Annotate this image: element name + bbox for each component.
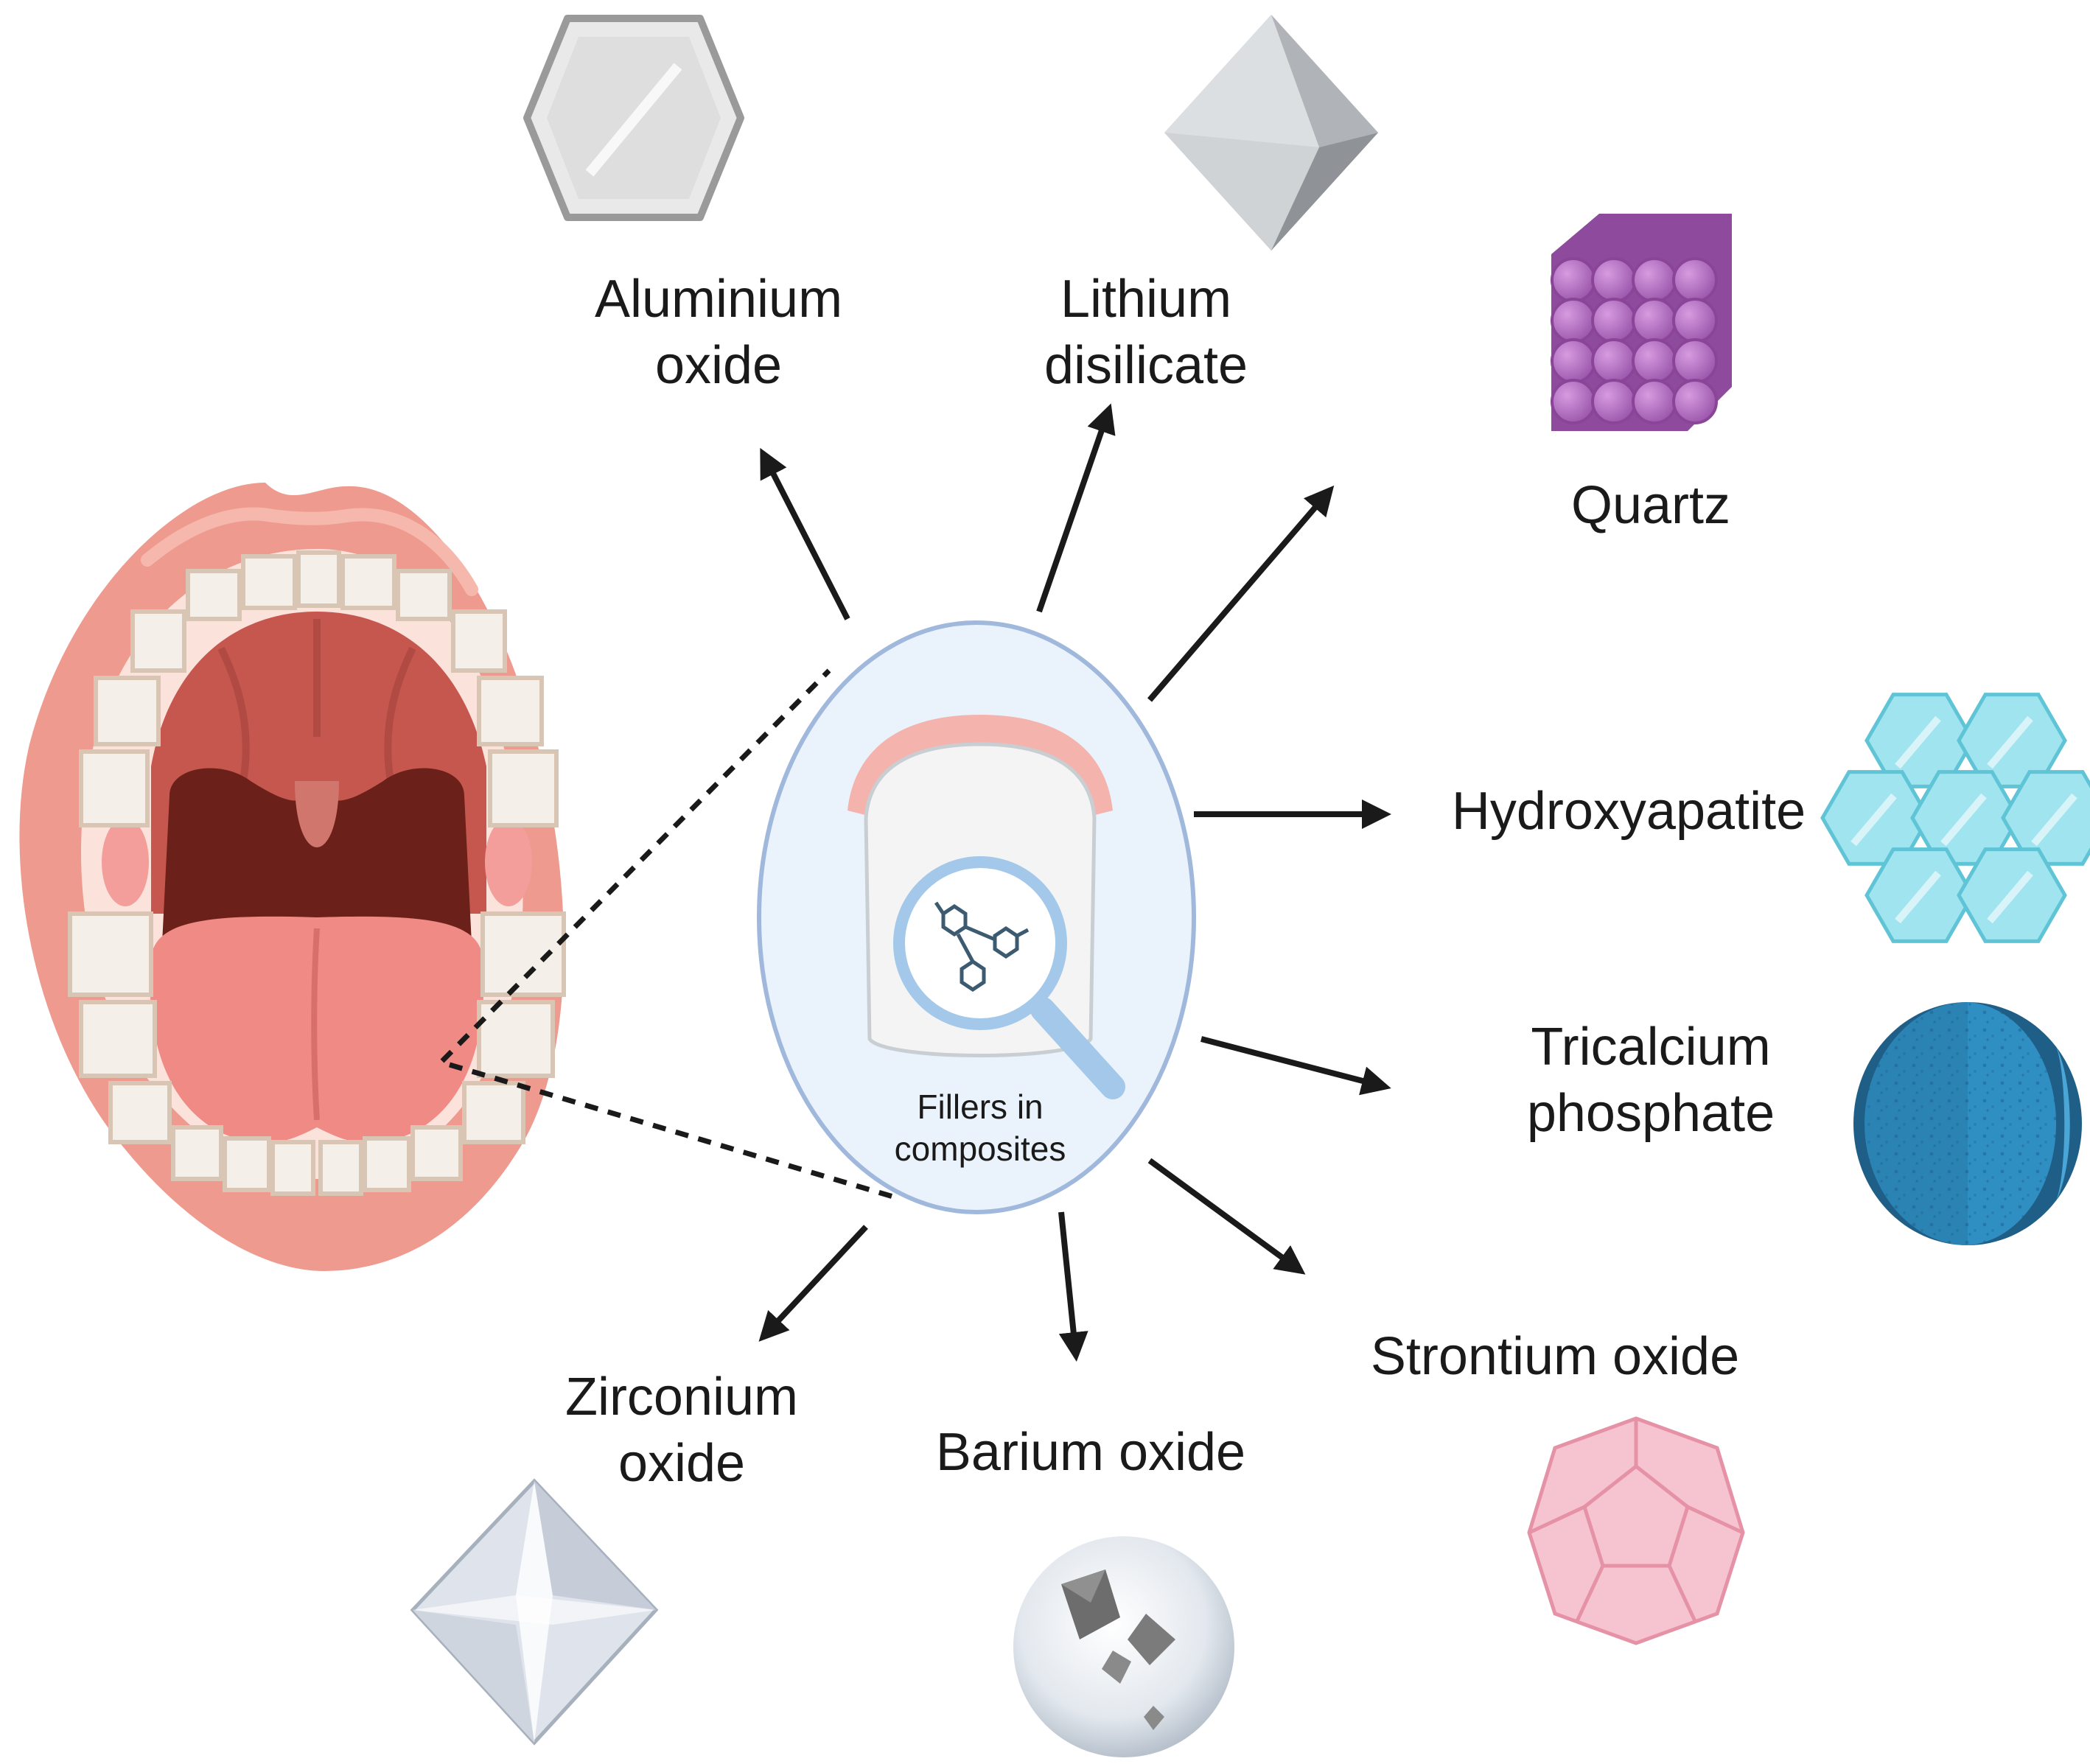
tricalcium-sphere-icon [1853, 1002, 2082, 1245]
magnifier-lens [893, 856, 1067, 1030]
barium-sphere-icon [1013, 1536, 1234, 1757]
honeycomb-shine [2031, 793, 2077, 847]
arrow-quartz [1147, 485, 1335, 702]
upper-lip-highlight [141, 507, 478, 596]
arrow-barium [1058, 1211, 1088, 1362]
magnifier-handle [1030, 997, 1125, 1099]
center-caption-line2: composites [895, 1130, 1066, 1168]
lithium-label-line2: disilicate [1044, 336, 1248, 395]
tricalcium-phosphate-group: Tricalcium phosphate [1527, 1002, 2082, 1245]
zoom-line-bottom [449, 1062, 896, 1200]
tricalcium-label-line2: phosphate [1527, 1084, 1775, 1143]
lithium-label-line1: Lithium [1060, 270, 1231, 329]
zirconium-label-line2: oxide [618, 1434, 745, 1493]
honeycomb-shine [1850, 793, 1897, 847]
throat [162, 768, 472, 943]
strontium-oxide-group: Strontium oxide [1371, 1327, 1745, 1645]
aluminium-label-line2: oxide [655, 336, 782, 395]
quartz-ball [1551, 298, 1596, 343]
quartz-ball [1551, 257, 1596, 303]
upper-teeth [79, 550, 559, 827]
quartz-ball [1672, 257, 1718, 303]
arrows [758, 403, 1391, 1362]
quartz-group: Quartz [1551, 214, 1732, 535]
quartz-ball [1591, 257, 1637, 303]
hydroxyapatite-honeycomb-icon [1820, 693, 2090, 943]
quartz-ball [1591, 298, 1637, 343]
zirconium-oxide-group: Zirconium oxide [410, 1368, 798, 1746]
gum [847, 715, 1113, 818]
quartz-label: Quartz [1571, 476, 1730, 535]
zoom-line-top [440, 668, 831, 1063]
right-tonsil [485, 818, 532, 906]
quartz-ball [1591, 379, 1637, 424]
aluminium-oxide-group: Aluminium oxide [523, 15, 842, 395]
hydroxyapatite-label: Hydroxyapatite [1452, 782, 1806, 841]
open-mouth-illustration [19, 483, 566, 1271]
lithium-octahedron-icon [1164, 15, 1378, 251]
palate-ridges [217, 619, 416, 782]
aluminium-label-line1: Aluminium [595, 270, 842, 329]
arrow-tricalcium [1200, 1036, 1391, 1096]
uvula [295, 781, 339, 847]
honeycomb-shine [1895, 715, 1941, 769]
honeycomb-shine [1895, 870, 1941, 924]
honeycomb-shine [1987, 715, 2033, 769]
arrow-lithium [1036, 403, 1116, 613]
zirconium-label-line1: Zirconium [565, 1368, 798, 1427]
quartz-ball [1672, 379, 1718, 424]
strontium-dodecahedron-icon [1527, 1416, 1745, 1645]
lower-teeth [68, 911, 566, 1196]
quartz-ball [1672, 298, 1718, 343]
honeycomb-shine [1987, 870, 2033, 924]
quartz-ball [1632, 379, 1677, 424]
honeycomb-shine [1940, 793, 1987, 847]
tricalcium-label-line1: Tricalcium [1531, 1018, 1770, 1077]
lithium-disilicate-group: Lithium disilicate [1044, 15, 1378, 395]
center-composite-panel: Fillers in composites [757, 620, 1196, 1214]
center-caption-line1: Fillers in [917, 1088, 1043, 1126]
zoom-lines [440, 668, 896, 1200]
arrow-aluminium [760, 447, 850, 620]
hydroxyapatite-group: Hydroxyapatite [1452, 693, 2090, 943]
barium-label: Barium oxide [936, 1423, 1245, 1482]
quartz-ball [1551, 379, 1596, 424]
quartz-ball [1632, 298, 1677, 343]
barium-oxide-group: Barium oxide [936, 1423, 1245, 1757]
arrow-zirconium [758, 1225, 868, 1342]
quartz-ball [1632, 257, 1677, 303]
strontium-label: Strontium oxide [1371, 1327, 1739, 1386]
honeycomb-cell [2001, 770, 2090, 866]
quartz-ball [1672, 338, 1718, 384]
quartz-ball [1632, 338, 1677, 384]
quartz-ball [1551, 338, 1596, 384]
tongue-groove [311, 928, 320, 1121]
zirconium-octahedron-icon [410, 1478, 659, 1746]
quartz-ball [1591, 338, 1637, 384]
quartz-cube-icon [1551, 214, 1732, 431]
molecule-icon [934, 901, 1030, 993]
arrow-strontium [1147, 1158, 1306, 1275]
left-tonsil [102, 818, 149, 906]
